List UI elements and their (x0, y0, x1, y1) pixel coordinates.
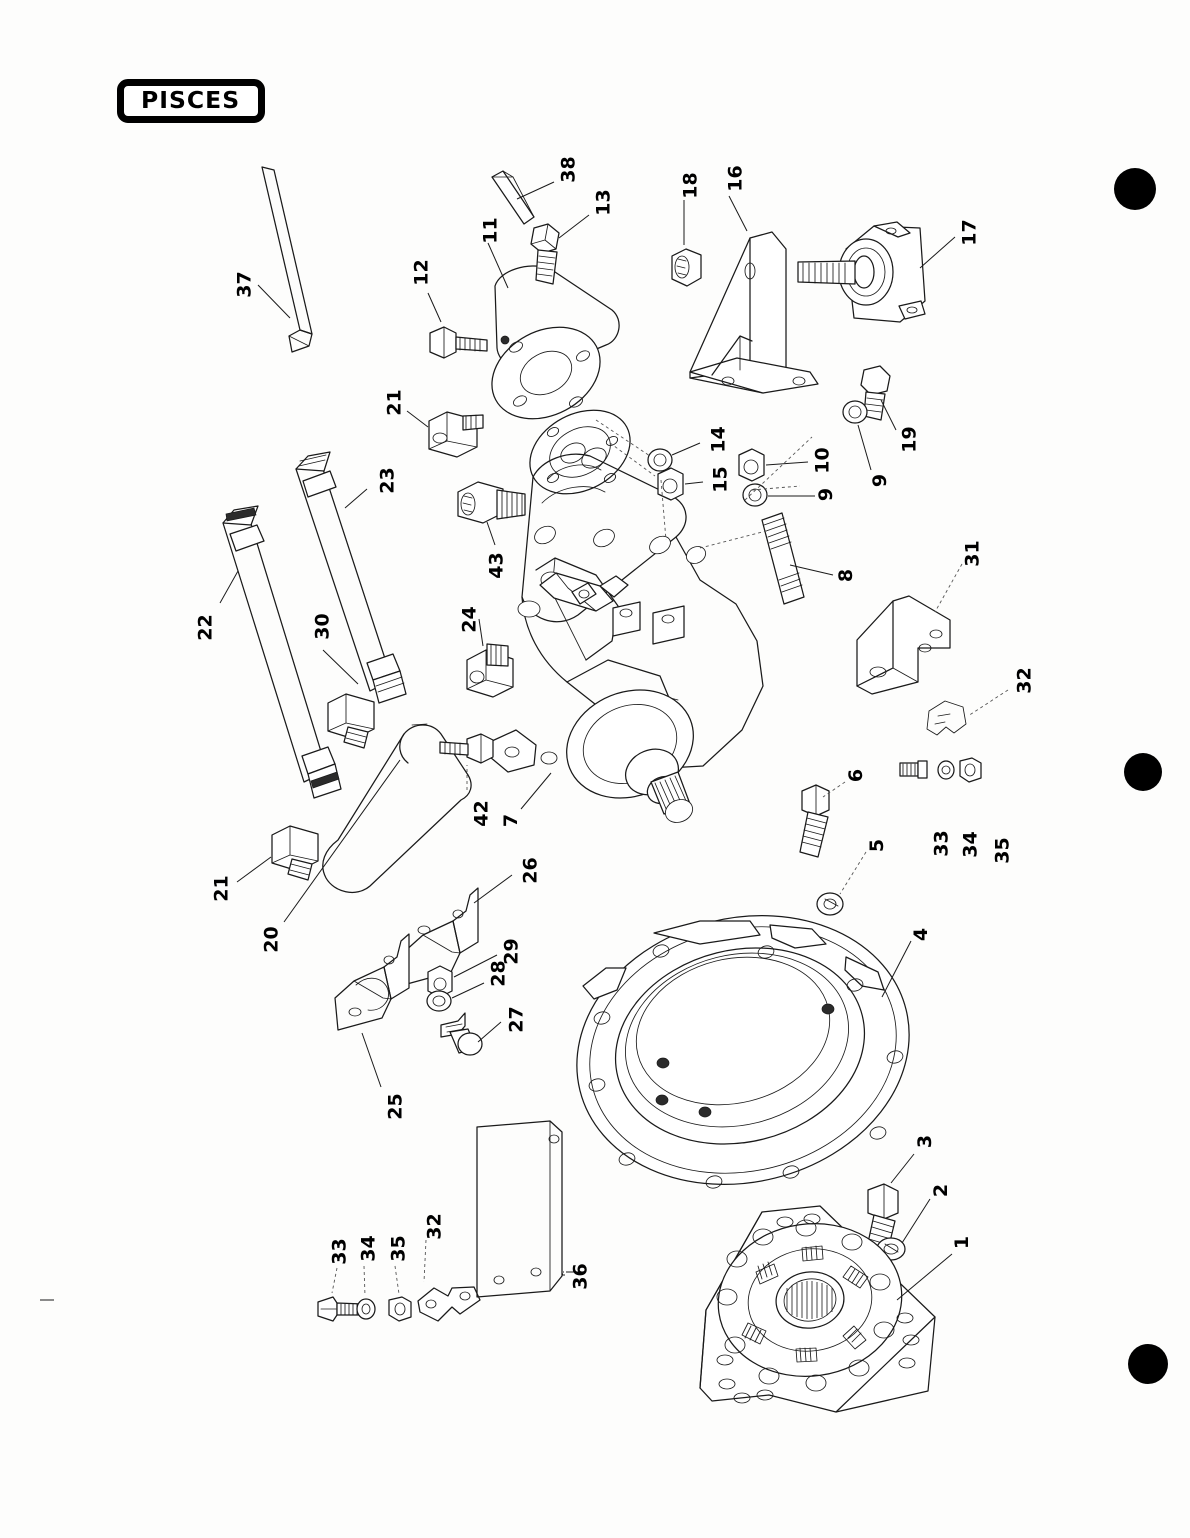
callout-38: 38 (557, 156, 580, 183)
part-8-stud (761, 512, 834, 605)
callout-15: 15 (709, 466, 732, 493)
callout-13: 13 (592, 189, 615, 216)
callout-34-lower: 34 (357, 1235, 380, 1262)
callout-3: 3 (914, 1134, 937, 1149)
part-24-elbow-fitting (466, 618, 514, 698)
binding-mark-3 (1128, 1344, 1168, 1384)
callout-7: 7 (500, 813, 523, 828)
part-21a-elbow-fitting (406, 410, 484, 458)
callout-19: 19 (898, 426, 921, 453)
callout-25: 25 (384, 1093, 407, 1120)
callout-26: 26 (519, 857, 542, 884)
callout-9-b: 9 (869, 473, 892, 488)
callout-27: 27 (505, 1006, 528, 1033)
edge-registration-tick (40, 1299, 54, 1301)
part-6-bolt (799, 781, 846, 858)
part-20-accumulator (283, 723, 472, 923)
part-10-nut (738, 448, 809, 482)
callout-42: 42 (470, 800, 493, 827)
parts-33-34-35-upper (899, 757, 982, 783)
callout-33-lower: 33 (328, 1238, 351, 1265)
callout-24: 24 (458, 606, 481, 633)
part-27-bolt (440, 1012, 502, 1056)
part-29-nut (427, 954, 498, 998)
part-14-washer (647, 442, 701, 472)
binding-mark-2 (1124, 753, 1162, 791)
part-15-nut (657, 467, 704, 501)
callout-31: 31 (961, 540, 984, 567)
callout-43: 43 (485, 552, 508, 579)
part-37-tie-rod (257, 166, 313, 353)
callout-10: 10 (811, 447, 834, 474)
part-23-hose (295, 451, 407, 704)
callout-6: 6 (845, 768, 868, 783)
leader-lines (566, 419, 813, 1273)
part-9b-spring-washer (842, 400, 872, 471)
part-5-spring-washer (816, 851, 867, 916)
parts-33-34-35-lower (317, 1265, 412, 1322)
part-22-hose (219, 505, 342, 799)
callout-2: 2 (930, 1183, 953, 1198)
part-30-hose (322, 649, 359, 685)
callout-35-upper: 35 (991, 837, 1014, 864)
callout-36: 36 (569, 1263, 592, 1290)
part-11-coupling-housing (487, 242, 620, 420)
brand-logo-text: PISCES (141, 87, 241, 114)
part-12-hex-bolt (427, 292, 488, 359)
part-42-bolt (439, 733, 494, 790)
part-43-adaptor (457, 481, 526, 546)
callout-21-upper: 21 (383, 389, 406, 416)
part-18-nut (671, 200, 702, 287)
callout-30: 30 (311, 613, 334, 640)
callout-12: 12 (410, 259, 433, 286)
callout-34-upper: 34 (959, 831, 982, 858)
callout-1: 1 (951, 1235, 974, 1250)
part-4-bell-housing (576, 915, 912, 1189)
part-26-clamp-bracket (403, 874, 513, 985)
part-32a-clip-bracket (926, 689, 1009, 736)
callout-22: 22 (194, 614, 217, 641)
part-1-damper-plate (699, 1205, 953, 1413)
part-16-mounting-bracket (689, 195, 819, 394)
binding-mark-1 (1114, 168, 1156, 210)
part-32b-clip-bracket (417, 1239, 481, 1322)
callout-28: 28 (487, 960, 510, 987)
callout-5: 5 (866, 838, 889, 853)
part-28-spring-washer (426, 982, 485, 1012)
part-38-drive-key (491, 170, 555, 225)
part-9a-spring-washer (742, 483, 815, 507)
callout-33-upper: 33 (930, 830, 953, 857)
callout-8: 8 (835, 568, 858, 583)
part-31-support-bracket (856, 563, 963, 695)
part-elbow-mid (327, 693, 375, 749)
brand-logo: PISCES (117, 79, 265, 123)
callout-14: 14 (707, 426, 730, 453)
part-19-set-screw (860, 365, 897, 431)
part-13-hex-bolt (530, 214, 590, 285)
callout-9-a: 9 (815, 487, 838, 502)
callout-16: 16 (724, 165, 747, 192)
part-7-hydraulic-pump (489, 409, 764, 823)
callout-23: 23 (376, 467, 399, 494)
callout-18: 18 (679, 172, 702, 199)
callout-20: 20 (260, 926, 283, 953)
callout-11: 11 (479, 217, 502, 244)
callout-32-upper: 32 (1013, 667, 1036, 694)
part-25-clamp-bracket (334, 933, 410, 1088)
callout-35-lower: 35 (387, 1235, 410, 1262)
callout-32-lower: 32 (423, 1213, 446, 1240)
callout-4: 4 (910, 927, 933, 942)
callout-21-lower: 21 (210, 875, 233, 902)
callout-17: 17 (958, 219, 981, 246)
part-17-idler-pulley (797, 221, 956, 323)
part-21b-elbow-fitting (236, 825, 319, 883)
callout-37: 37 (233, 271, 256, 298)
part-36-mounting-strap (476, 1120, 565, 1298)
